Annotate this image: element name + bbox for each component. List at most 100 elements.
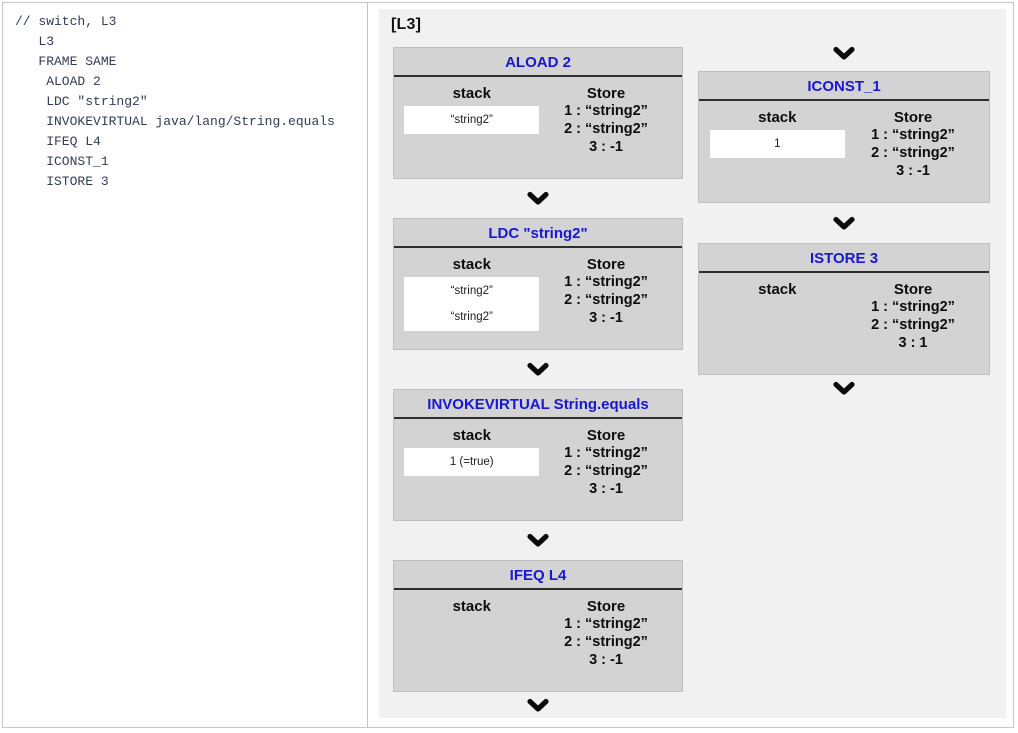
store-entry: 1 : “string2”: [564, 616, 648, 632]
store-column: Store 1 : “string2” 2 : “string2” 3 : -1: [843, 109, 983, 180]
store-label: Store: [586, 85, 626, 102]
instruction-box: ISTORE 3 stack Store 1 : “string2”2 : “s…: [698, 243, 990, 375]
store-entry: 1 : “string2”: [564, 274, 648, 290]
stack-label: stack: [758, 109, 797, 126]
stack-entry: “string2”: [450, 114, 493, 126]
stack-label: stack: [452, 598, 491, 615]
instruction-state: stack Store 1 : “string2”2 : “string2”3 …: [699, 273, 989, 372]
store-entries: 1 : “string2”2 : “string2”3 : 1: [843, 298, 983, 352]
instruction-state: stack Store 1 : “string2”2 : “string2”3 …: [394, 590, 682, 689]
store-entry: 2 : “string2”: [564, 463, 648, 479]
code-line: ALOAD 2: [15, 74, 101, 89]
stack-entry: 1 (=true): [449, 456, 494, 468]
store-column: Store 1 : “string2” 2 : “string2” 3 : -1: [536, 85, 676, 156]
stack-label: stack: [452, 85, 491, 102]
stack-column: stack “string2”: [394, 85, 550, 134]
bytecode-listing: // switch, L3 L3 FRAME SAME ALOAD 2 LDC …: [15, 12, 355, 192]
instruction-title: LDC "string2": [394, 219, 682, 248]
code-line: ICONST_1: [15, 154, 109, 169]
code-line: L3: [15, 34, 55, 49]
stack-values: 1 (=true): [404, 448, 540, 476]
code-line: IFEQ L4: [15, 134, 101, 149]
instruction-box: ALOAD 2 stack “string2” Store 1 : “strin…: [393, 47, 683, 179]
instruction-state: stack 1 (=true) Store 1 : “string2”2 : “…: [394, 419, 682, 518]
store-entries: 1 : “string2” 2 : “string2” 3 : -1: [536, 444, 676, 498]
arrow-down-icon: [833, 381, 855, 395]
instruction-box: IFEQ L4 stack Store 1 : “string2”2 : “st…: [393, 560, 683, 692]
instruction-box: LDC "string2" stack “string2” “string2” S…: [393, 218, 683, 350]
stack-entry: “string2”: [450, 285, 493, 297]
store-entry: 1 : “string2”: [564, 445, 648, 461]
instruction-title: ICONST_1: [699, 72, 989, 101]
store-entry: 3 : 1: [898, 335, 928, 351]
store-entry: 3 : -1: [589, 652, 623, 668]
code-line: LDC "string2": [15, 94, 148, 109]
store-column: Store 1 : “string2” 2 : “string2” 3 : -1: [536, 256, 676, 327]
store-column: Store 1 : “string2”2 : “string2”3 : 1: [843, 281, 983, 352]
arrow-down-icon: [527, 191, 549, 205]
stack-column: stack 1: [699, 109, 856, 158]
flow-column-2: ICONST_1 stack 1 Store 1 : “string2”2 : …: [698, 35, 990, 402]
arrow-down-icon: [833, 216, 855, 230]
store-label: Store: [893, 109, 933, 126]
instruction-box: ICONST_1 stack 1 Store 1 : “string2” 2 : …: [698, 71, 990, 203]
stack-values: 1: [709, 130, 845, 158]
store-entries: 1 : “string2” 2 : “string2” 3 : -1: [536, 102, 676, 156]
stack-label: stack: [452, 256, 491, 273]
flow-arrow: [698, 375, 990, 402]
store-label: Store: [586, 256, 626, 273]
block-label: [L3]: [391, 16, 422, 33]
flow-arrow: [393, 521, 683, 560]
instruction-title: ALOAD 2: [394, 48, 682, 77]
store-entry: 1 : “string2”: [564, 103, 648, 119]
store-entry: 3 : -1: [589, 139, 623, 155]
arrow-down-icon: [833, 46, 855, 60]
store-entry: 2 : “string2”: [564, 634, 648, 650]
store-entries: 1 : “string2” 2 : “string2” 3 : -1: [843, 126, 983, 180]
store-entry: 2 : “string2”: [564, 121, 648, 137]
instruction-state: stack “string2” Store 1 : “string2” 2 : “…: [394, 77, 682, 176]
store-entries: 1 : “string2” 2 : “string2” 3 : -1: [536, 273, 676, 327]
code-panel: // switch, L3 L3 FRAME SAME ALOAD 2 LDC …: [3, 3, 368, 727]
stack-entry: “string2”: [450, 311, 493, 323]
code-line: INVOKEVIRTUAL java/lang/String.equals: [15, 114, 335, 129]
store-entry: 1 : “string2”: [871, 299, 955, 315]
store-entry: 3 : -1: [589, 310, 623, 326]
arrow-down-icon: [527, 533, 549, 547]
stack-column: stack: [394, 598, 550, 615]
code-line: FRAME SAME: [15, 54, 117, 69]
execution-flow-panel: [L3] ALOAD 2 stack “string2” Store 1 : “…: [379, 9, 1006, 718]
flow-arrow: [698, 203, 990, 243]
store-entries: 1 : “string2” 2 : “string2” 3 : -1: [536, 615, 676, 669]
code-line: ISTORE 3: [15, 174, 109, 189]
stack-label: stack: [758, 281, 797, 298]
flow-arrow: [698, 35, 990, 71]
store-column: Store 1 : “string2”2 : “string2”3 : -1: [536, 598, 676, 669]
stack-entry: 1: [774, 138, 781, 150]
store-entry: 3 : -1: [589, 481, 623, 497]
store-entry: 1 : “string2”: [871, 127, 955, 143]
instruction-box: INVOKEVIRTUAL String.equals stack 1 (=tr…: [393, 389, 683, 521]
instruction-title: IFEQ L4: [394, 561, 682, 590]
flow-arrow: [393, 350, 683, 389]
stack-column: stack: [699, 281, 856, 298]
flow-arrow: [393, 179, 683, 218]
stack-label: stack: [452, 427, 491, 444]
store-label: Store: [893, 281, 933, 298]
flow-arrow: [393, 692, 683, 719]
stack-column: stack “string2” “string2”: [394, 256, 550, 331]
store-column: Store 1 : “string2”2 : “string2”3 : -1: [536, 427, 676, 498]
stack-values: “string2”: [404, 106, 540, 134]
arrow-down-icon: [527, 698, 549, 712]
stack-values: “string2” “string2”: [404, 277, 540, 331]
instruction-state: stack “string2” “string2” Store 1 : “stri…: [394, 248, 682, 347]
instruction-title: INVOKEVIRTUAL String.equals: [394, 390, 682, 419]
stack-column: stack 1 (=true): [394, 427, 550, 476]
instruction-title: ISTORE 3: [699, 244, 989, 273]
store-entry: 3 : -1: [896, 163, 930, 179]
arrow-down-icon: [527, 362, 549, 376]
store-entry: 2 : “string2”: [564, 292, 648, 308]
store-entry: 2 : “string2”: [871, 145, 955, 161]
